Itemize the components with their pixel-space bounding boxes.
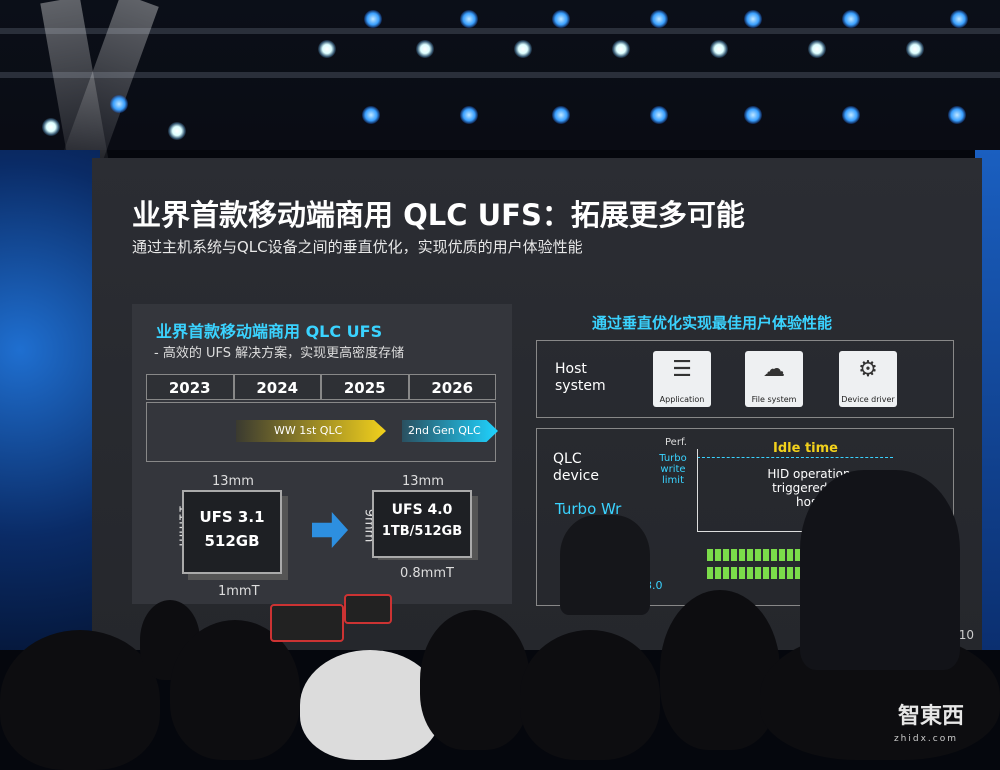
arrow-label: 2nd Gen QLC — [408, 424, 481, 437]
application-card: ☰ Application — [653, 351, 711, 407]
roadmap-timeline: 2023 2024 2025 2026 WW 1st QLC 2nd Gen Q… — [146, 374, 498, 462]
photographer — [560, 515, 650, 615]
chip-thickness: 0.8mmT — [400, 566, 454, 581]
application-icon: ☰ — [672, 357, 692, 382]
stage-light — [42, 118, 60, 136]
graph-turbo-label: Turbo write limit — [659, 453, 687, 486]
stage-light — [318, 40, 336, 58]
stage-light — [552, 10, 570, 28]
phone — [344, 594, 392, 624]
file-system-icon: ☁ — [763, 357, 785, 382]
side-led-panel — [0, 150, 100, 650]
stage-light — [842, 10, 860, 28]
file-system-card: ☁ File system — [745, 351, 803, 407]
stage-truss — [0, 0, 1000, 201]
slide-subtitle: 通过主机系统与QLC设备之间的垂直优化，实现优质的用户体验性能 — [132, 238, 583, 256]
year-label: 2025 — [321, 374, 409, 400]
stage-light — [362, 106, 380, 124]
page-number: 10 — [958, 628, 974, 642]
stage-light — [460, 106, 478, 124]
icon-caption: File system — [751, 395, 797, 404]
watermark-logo: 智東西 — [897, 704, 964, 729]
graph-y-label: Perf. — [665, 437, 687, 448]
chip-capacity: 1TB/512GB — [381, 524, 463, 539]
watermark-url: zhidx.com — [893, 734, 958, 744]
arrow-label: WW 1st QLC — [274, 424, 343, 437]
upgrade-arrow-icon — [312, 512, 348, 548]
icon-caption: Device driver — [841, 395, 895, 404]
stage-light — [948, 106, 966, 124]
icon-caption: Application — [659, 395, 705, 404]
chip-width: 13mm — [402, 474, 444, 489]
stage-light — [416, 40, 434, 58]
turbo-limit-line — [697, 457, 893, 459]
year-label: 2026 — [408, 374, 496, 400]
stage-light — [808, 40, 826, 58]
chip-name: UFS 3.1 — [199, 508, 265, 526]
audience-head — [170, 620, 300, 760]
chip-capacity: 512GB — [204, 532, 260, 550]
chip-name: UFS 4.0 — [391, 502, 453, 518]
stage-light — [460, 10, 478, 28]
stage-light — [110, 95, 128, 113]
idle-time-label: Idle time — [773, 441, 838, 456]
audience — [0, 590, 1000, 770]
stage-light — [168, 122, 186, 140]
audience-shirt — [300, 650, 440, 760]
arrow-1st-qlc — [236, 420, 386, 442]
stage-light — [650, 106, 668, 124]
graph-axis — [697, 449, 698, 531]
device-driver-icon: ⚙ — [858, 357, 878, 382]
stage-light — [744, 10, 762, 28]
stage-light — [514, 40, 532, 58]
turbo-label: Turbo Wr — [555, 500, 622, 518]
truss-bar — [0, 28, 1000, 34]
audience-head — [0, 630, 160, 770]
year-label: 2024 — [233, 374, 321, 400]
chip-ufs31: UFS 3.1 512GB — [182, 490, 282, 574]
slide-title: 业界首款移动端商用 QLC UFS：拓展更多可能 — [132, 198, 745, 232]
stage-light — [744, 106, 762, 124]
stage-light — [364, 10, 382, 28]
phone — [270, 604, 344, 642]
roadmap-panel: 业界首款移动端商用 QLC UFS - 高效的 UFS 解决方案，实现更高密度存… — [132, 304, 512, 604]
stage-light — [612, 40, 630, 58]
graph-axis — [697, 531, 847, 532]
optimization-title: 通过垂直优化实现最佳用户体验性能 — [592, 314, 833, 332]
write-buffer-bar — [707, 567, 827, 579]
stage-light — [650, 10, 668, 28]
chip-ufs40: UFS 4.0 1TB/512GB — [372, 490, 472, 558]
stage-light — [552, 106, 570, 124]
audience-head — [660, 590, 780, 750]
qlc-label: QLC device — [553, 451, 599, 484]
stage-light — [710, 40, 728, 58]
stage-light — [842, 106, 860, 124]
chip-thickness: 1mmT — [218, 584, 260, 599]
presenter — [800, 470, 960, 670]
stage-light — [906, 40, 924, 58]
panel-title: 业界首款移动端商用 QLC UFS — [156, 322, 383, 341]
host-label: Host system — [555, 361, 606, 394]
audience-head — [420, 610, 530, 750]
panel-subtitle: - 高效的 UFS 解决方案，实现更高密度存储 — [154, 346, 405, 361]
host-system-box: Host system ☰ Application ☁ File system … — [536, 340, 954, 418]
audience-head — [520, 630, 660, 760]
stage-light — [950, 10, 968, 28]
arrow-2nd-qlc — [402, 420, 498, 442]
truss-bar — [0, 72, 1000, 78]
chip-width: 13mm — [212, 474, 254, 489]
year-label: 2023 — [146, 374, 234, 400]
device-driver-card: ⚙ Device driver — [839, 351, 897, 407]
